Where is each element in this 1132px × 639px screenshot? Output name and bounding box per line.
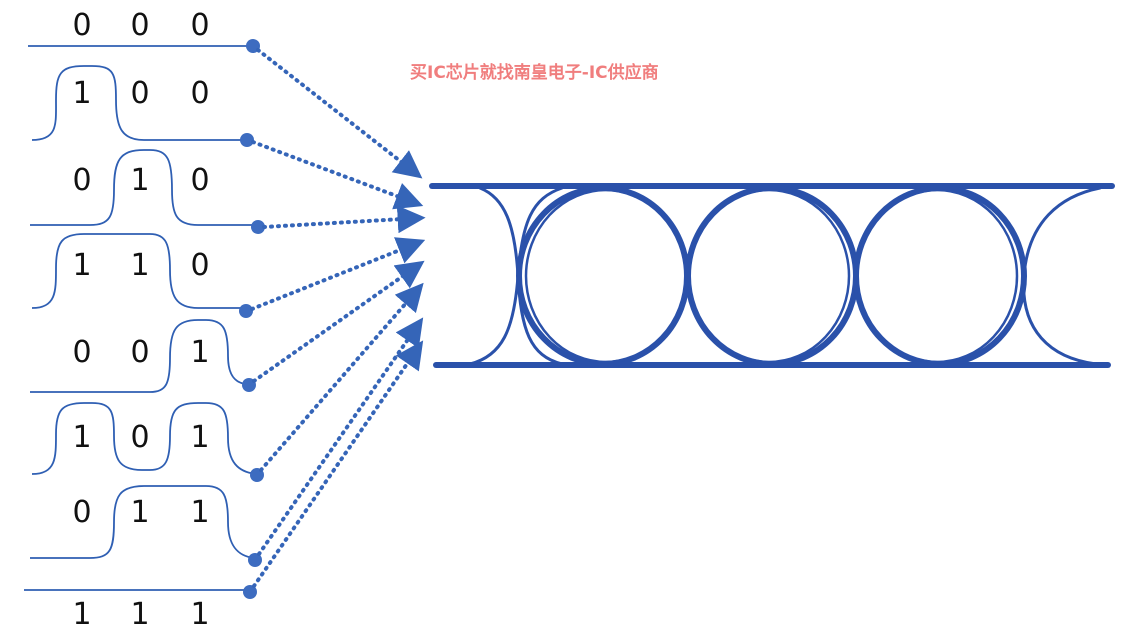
bit-label: 0: [190, 248, 209, 283]
bit-label: 0: [190, 8, 209, 43]
eye-opening: [524, 188, 688, 364]
bit-pattern-111: 1 1 1: [24, 585, 257, 632]
bit-pattern-100: 1 0 0: [31, 65, 254, 147]
sample-dot: [239, 304, 253, 318]
dotted-arrows: [250, 48, 426, 588]
arrow-111: [252, 340, 424, 588]
arrow-010: [262, 205, 426, 234]
bit-pattern-101: 1 0 1: [31, 402, 264, 482]
bit-label: 1: [190, 420, 209, 455]
bit-label: 1: [72, 248, 91, 283]
arrow-011: [257, 317, 424, 556]
eye-opening: [687, 188, 851, 364]
bit-label: 0: [72, 495, 91, 530]
arrow-101: [259, 282, 424, 472]
bit-label: 1: [72, 597, 91, 632]
eye-transition: [1022, 186, 1102, 366]
eye-diagram: [429, 183, 1115, 368]
waveform: [30, 319, 249, 393]
sample-dot: [251, 220, 265, 234]
bit-label: 0: [72, 163, 91, 198]
bit-label: 0: [72, 335, 91, 370]
bit-label: 0: [130, 76, 149, 111]
bit-label: 0: [130, 8, 149, 43]
waveform: [31, 402, 257, 475]
arrow-110: [250, 237, 426, 311]
bit-label: 0: [190, 163, 209, 198]
waveform: [31, 233, 246, 309]
bit-label: 0: [130, 420, 149, 455]
bit-pattern-110: 1 1 0: [31, 233, 253, 318]
bit-label: 0: [130, 335, 149, 370]
sample-dot: [240, 133, 254, 147]
bit-label: 1: [190, 335, 209, 370]
arrow-100: [251, 140, 424, 210]
sample-dot: [248, 553, 262, 567]
eye-opening: [855, 188, 1019, 364]
bit-label: 1: [72, 76, 91, 111]
bit-pattern-011: 0 1 1: [30, 485, 262, 567]
bit-label: 1: [190, 597, 209, 632]
bit-label: 1: [72, 420, 91, 455]
waveform: [31, 65, 247, 141]
arrow-000: [256, 48, 423, 179]
bit-label: 1: [130, 597, 149, 632]
waveform: [30, 485, 255, 559]
bit-label: 1: [130, 163, 149, 198]
bit-label: 0: [190, 76, 209, 111]
bit-pattern-000: 0 0 0: [28, 8, 260, 53]
arrow-001: [252, 260, 425, 383]
sample-dot: [243, 585, 257, 599]
bit-label: 1: [130, 495, 149, 530]
watermark-text: 买IC芯片就找南皇电子-IC供应商: [410, 63, 659, 83]
waveform: [30, 149, 258, 226]
bit-label: 1: [190, 495, 209, 530]
bit-label: 0: [72, 8, 91, 43]
bit-pattern-001: 0 0 1: [30, 319, 256, 393]
bit-label: 1: [130, 248, 149, 283]
bit-pattern-010: 0 1 0: [30, 149, 265, 234]
